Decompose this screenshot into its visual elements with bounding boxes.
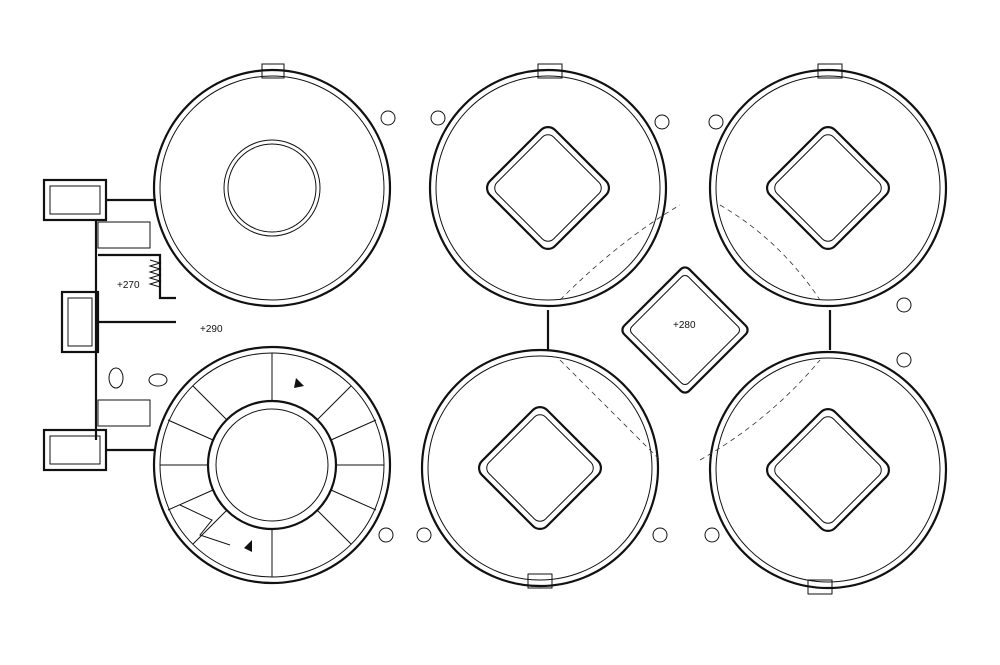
annex-box-middle bbox=[60, 290, 100, 354]
room-top-left bbox=[152, 63, 392, 308]
columns bbox=[378, 110, 912, 543]
door bbox=[261, 63, 285, 79]
service-annex bbox=[42, 178, 176, 472]
central-hall bbox=[546, 204, 832, 461]
sink-icon bbox=[148, 373, 168, 387]
level-label-hall: +290 bbox=[200, 324, 223, 335]
room-top-middle bbox=[428, 63, 668, 308]
level-label-service: +270 bbox=[117, 280, 140, 291]
stair-treads bbox=[160, 353, 384, 577]
room-bottom-middle bbox=[420, 348, 660, 589]
room-top-right bbox=[708, 63, 948, 308]
stair-tower bbox=[152, 345, 392, 585]
room-bottom-right bbox=[708, 350, 948, 595]
storage-cabinet bbox=[97, 221, 151, 249]
toilet-icon bbox=[108, 367, 124, 389]
stair-direction-arrow bbox=[294, 378, 304, 388]
level-label-center: +280 bbox=[673, 320, 696, 331]
